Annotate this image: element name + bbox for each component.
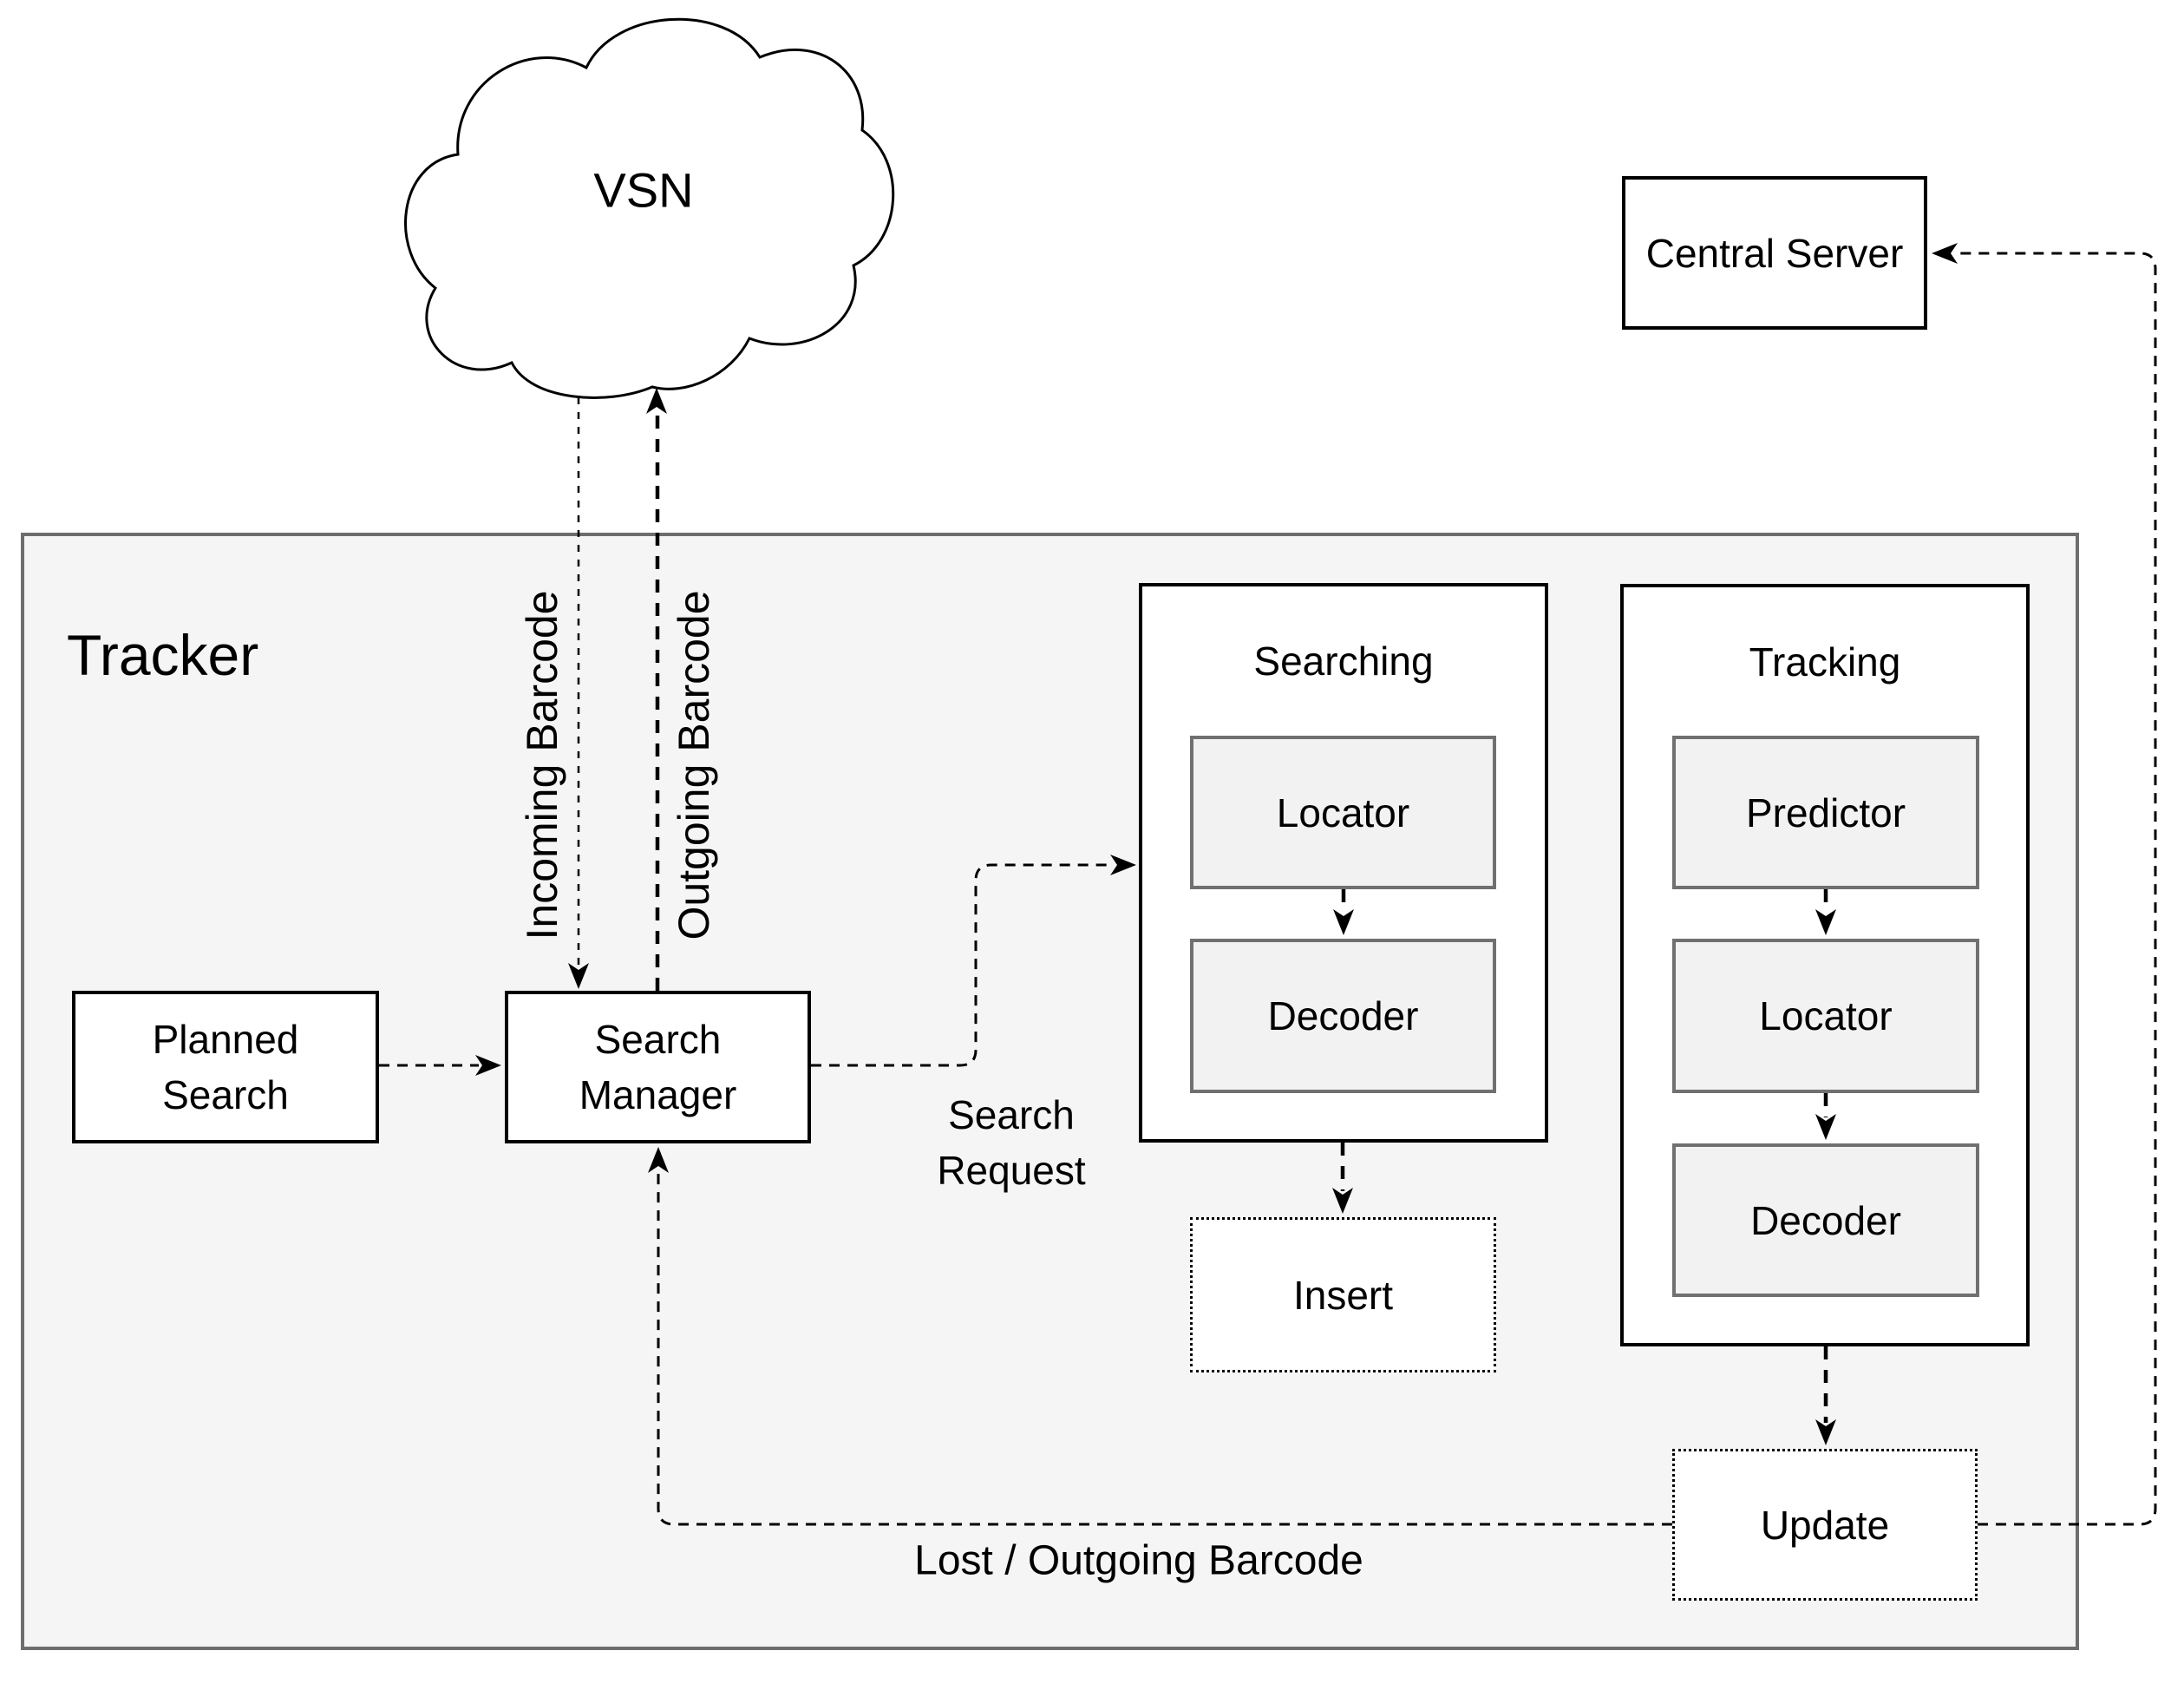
tracking-decoder-box: Decoder bbox=[1672, 1143, 1979, 1297]
insert-label: Insert bbox=[1292, 1272, 1394, 1318]
tracking-predictor-label: Predictor bbox=[1745, 789, 1906, 835]
update-box: Update bbox=[1672, 1449, 1978, 1601]
search-manager-box: Search Manager bbox=[505, 991, 811, 1143]
searching-locator-box: Locator bbox=[1190, 736, 1496, 889]
tracking-locator-label: Locator bbox=[1759, 993, 1893, 1038]
search-request-label-line2: Request bbox=[937, 1148, 1086, 1193]
search-request-label-line1: Search bbox=[948, 1092, 1075, 1137]
searching-decoder-box: Decoder bbox=[1190, 939, 1496, 1093]
tracking-locator-box: Locator bbox=[1672, 939, 1979, 1093]
searching-locator-label: Locator bbox=[1276, 789, 1410, 835]
tracker-label: Tracker bbox=[67, 623, 259, 687]
insert-box: Insert bbox=[1190, 1217, 1496, 1372]
searching-group-label: Searching bbox=[1253, 639, 1434, 684]
arrowhead-outgoing bbox=[646, 388, 667, 414]
incoming-barcode-edge-label: Incoming Barcode bbox=[518, 590, 566, 940]
arrowhead-update-central bbox=[1932, 243, 1958, 264]
planned-search-box: Planned Search bbox=[72, 991, 379, 1143]
planned-search-label-line2: Search bbox=[162, 1072, 289, 1117]
planned-search-label-line1: Planned bbox=[152, 1017, 299, 1062]
update-label: Update bbox=[1760, 1502, 1890, 1548]
searching-decoder-label: Decoder bbox=[1267, 993, 1419, 1038]
central-server-box: Central Server bbox=[1622, 176, 1927, 330]
search-manager-label-line1: Search bbox=[594, 1017, 722, 1062]
tracking-predictor-box: Predictor bbox=[1672, 736, 1979, 889]
vsn-cloud-label: VSN bbox=[593, 162, 694, 218]
outgoing-barcode-edge-label: Outgoing Barcode bbox=[670, 590, 718, 940]
lost-outgoing-barcode-edge-label: Lost / Outgoing Barcode bbox=[914, 1537, 1363, 1584]
search-request-edge-label: Search Request bbox=[937, 1087, 1085, 1198]
tracking-group-label: Tracking bbox=[1749, 639, 1901, 685]
search-manager-label-line2: Manager bbox=[579, 1072, 737, 1117]
tracking-decoder-label: Decoder bbox=[1750, 1197, 1901, 1243]
central-server-label: Central Server bbox=[1645, 230, 1904, 276]
